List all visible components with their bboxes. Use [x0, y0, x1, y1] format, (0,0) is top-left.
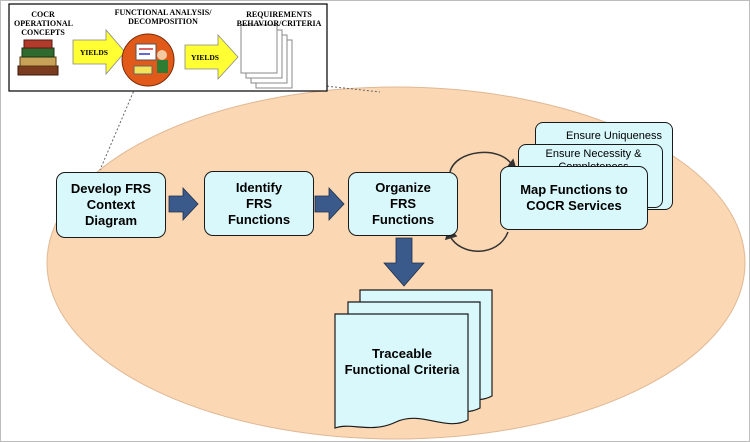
traceable-criteria-label: Traceable Functional Criteria: [344, 346, 460, 377]
books-icon: [17, 39, 59, 76]
organize-frs-box: Organize FRS Functions: [348, 172, 458, 236]
organize-frs-label: Organize FRS Functions: [371, 180, 435, 227]
flow-arrow-2: [314, 186, 345, 222]
analysis-icon: [121, 33, 175, 87]
flow-arrow-down: [383, 237, 425, 287]
yields-label-1: YIELDS: [80, 48, 108, 57]
identify-frs-label: Identify FRS Functions: [227, 179, 291, 227]
requirements-label: REQUIREMENTS BEHAVIOR/CRITERIA: [236, 10, 322, 28]
yields-arrow-1: [72, 28, 126, 76]
ensure-uniqueness-label: Ensure Uniqueness: [565, 130, 662, 142]
analysis-label: FUNCTIONAL ANALYSIS/ DECOMPOSITION: [114, 8, 212, 26]
zoom-line-left: [99, 87, 136, 171]
identify-frs-box: Identify FRS Functions: [204, 171, 314, 236]
map-functions-label: Map Functions to COCR Services: [520, 182, 628, 213]
map-functions-box: Map Functions to COCR Services: [500, 166, 648, 230]
document-stack-icon: [240, 24, 293, 89]
yields-label-2: YIELDS: [191, 53, 219, 62]
flow-arrow-1: [168, 186, 199, 222]
criteria-document-stack: [334, 289, 493, 429]
develop-frs-label: Develop FRS Context Diagram: [70, 181, 152, 228]
develop-frs-box: Develop FRS Context Diagram: [56, 172, 166, 238]
yields-arrow-2: [184, 33, 239, 81]
concepts-label: COCR OPERATIONAL CONCEPTS: [14, 10, 73, 37]
